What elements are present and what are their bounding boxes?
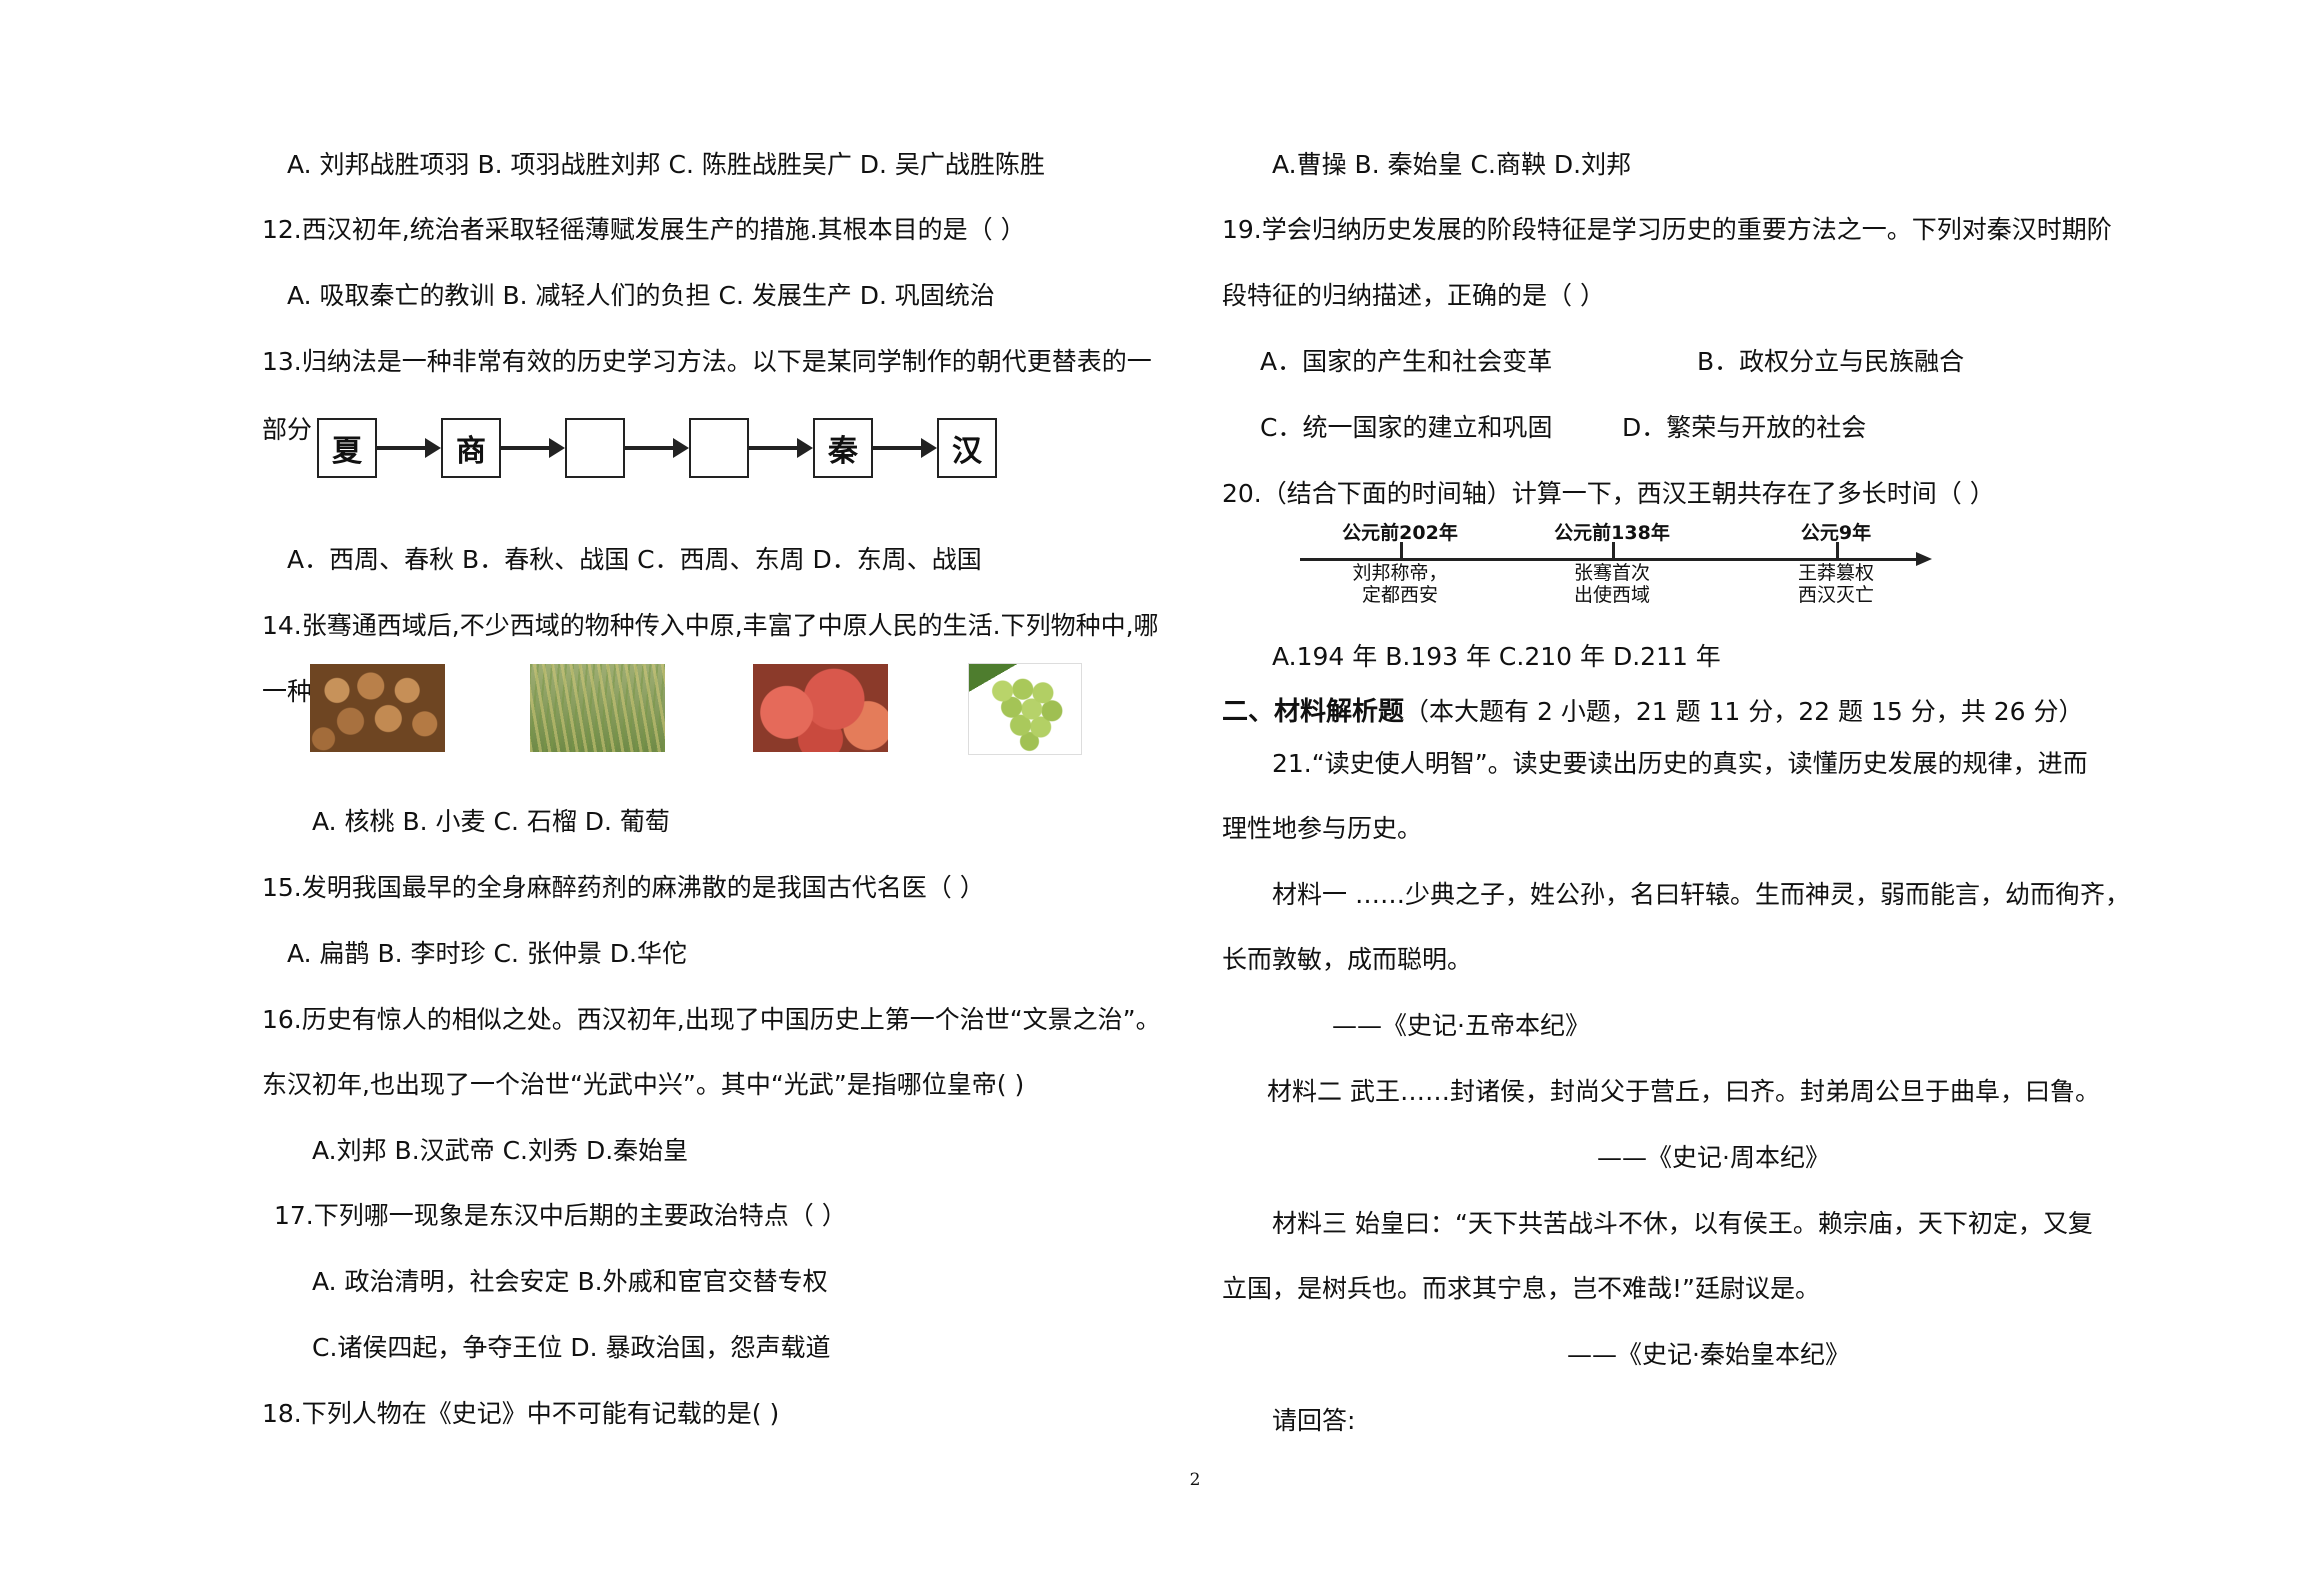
dynasty-box-1: 夏 xyxy=(317,418,377,478)
dynasty-box-5: 秦 xyxy=(813,418,873,478)
timeline-event-1-line-2: 定都西安 xyxy=(1361,584,1439,606)
timeline-diagram: 公元前202年 刘邦称帝，定都西安 公元前138年 张骞首次出使西域 公元9年 … xyxy=(1300,518,1940,618)
timeline-date-1: 公元前202年 xyxy=(1342,522,1458,544)
timeline-event-1-line-1: 刘邦称帝， xyxy=(1352,562,1448,584)
q15-stem: 15.发明我国最早的全身麻醉药剂的麻沸散的是我国古代名医（ ） xyxy=(262,873,985,902)
q20-options: A.194 年 B.193 年 C.210 年 D.211 年 xyxy=(1272,642,1721,671)
q13-options: A．西周、春秋 B．春秋、战国 C．西周、东周 D．东周、战国 xyxy=(287,545,982,574)
timeline-event-3: 王莽篡权西汉灭亡 xyxy=(1798,562,1874,606)
timeline-tick xyxy=(1612,542,1615,560)
q21-line-1: 21.“读史使人明智”。读史要读出历史的真实，读懂历史发展的规律，进而 xyxy=(1272,749,2088,778)
section-2-heading: 二、材料解析题（本大题有 2 小题，21 题 11 分，22 题 15 分，共 … xyxy=(1222,695,2083,729)
timeline-event-2-line-1: 张骞首次 xyxy=(1573,562,1651,584)
wheat-image xyxy=(530,664,665,752)
q18-options: A.曹操 B. 秦始皇 C.商鞅 D.刘邦 xyxy=(1272,150,1632,179)
q14-stem: 14.张骞通西域后,不少西域的物种传入中原,丰富了中原人民的生活.下列物种中,哪 xyxy=(262,611,1159,640)
arrow-icon xyxy=(625,418,689,478)
arrow-icon xyxy=(873,418,937,478)
timeline-arrow-icon xyxy=(1916,552,1932,566)
dynasty-box-4 xyxy=(689,418,749,478)
q11-options: A. 刘邦战胜项羽 B. 项羽战胜刘邦 C. 陈胜战胜吴广 D. 吴广战胜陈胜 xyxy=(287,150,1045,179)
q13-stem: 13.归纳法是一种非常有效的历史学习方法。以下是某同学制作的朝代更替表的一 xyxy=(262,347,1152,376)
timeline-event-1: 刘邦称帝，定都西安 xyxy=(1352,562,1447,606)
material-3-source: ——《史记·秦始皇本纪》 xyxy=(1567,1340,1850,1369)
timeline-axis xyxy=(1300,558,1920,561)
q19-option-c: C．统一国家的建立和巩固 xyxy=(1260,413,1553,442)
q16-options: A.刘邦 B.汉武帝 C.刘秀 D.秦始皇 xyxy=(312,1136,689,1165)
timeline-event-3-line-2: 西汉灭亡 xyxy=(1797,584,1875,606)
grape-image xyxy=(968,663,1082,755)
section-2-note: （本大题有 2 小题，21 题 11 分，22 题 15 分，共 26 分） xyxy=(1404,697,2084,726)
timeline-event-2-line-2: 出使西域 xyxy=(1573,584,1651,606)
timeline-tick xyxy=(1836,542,1839,560)
material-2-line: 材料二 武王……封诸侯，封尚父于营丘，曰齐。封弟周公旦于曲阜，曰鲁。 xyxy=(1267,1077,2100,1106)
q14-prefix: 一种 xyxy=(262,677,313,706)
q19-stem-line-2: 段特征的归纳描述，正确的是（ ） xyxy=(1222,281,1605,310)
arrow-icon xyxy=(501,418,565,478)
q14-options: A. 核桃 B. 小麦 C. 石榴 D. 葡萄 xyxy=(312,807,670,836)
material-3-line-1: 材料三 始皇曰：“天下共苦战斗不休，以有侯王。赖宗庙，天下初定，又复 xyxy=(1272,1209,2093,1238)
q19-option-d: D．繁荣与开放的社会 xyxy=(1622,413,1867,442)
material-2-source: ——《史记·周本纪》 xyxy=(1597,1143,1830,1172)
timeline-event-2: 张骞首次出使西域 xyxy=(1574,562,1650,606)
timeline-date-3: 公元9年 xyxy=(1800,522,1872,544)
q16-stem-line-2: 东汉初年,也出现了一个治世“光武中兴”。其中“光武”是指哪位皇帝( ) xyxy=(262,1070,1025,1099)
dynasty-box-6: 汉 xyxy=(937,418,997,478)
material-3-line-2: 立国，是树兵也。而求其宁息，岂不难哉!”廷尉议是。 xyxy=(1222,1274,1820,1303)
q17-options-line-2: C.诸侯四起，争夺王位 D. 暴政治国，怨声载道 xyxy=(312,1333,831,1362)
page-number: 2 xyxy=(1189,1470,1201,1490)
q13-prefix: 部分 xyxy=(262,415,313,444)
answer-prompt: 请回答: xyxy=(1272,1406,1356,1435)
timeline-event-3-line-1: 王莽篡权 xyxy=(1797,562,1875,584)
material-1-line-1: 材料一 ……少典之子，姓公孙，名曰轩辕。生而神灵，弱而能言，幼而徇齐， xyxy=(1272,880,2130,909)
arrow-icon xyxy=(377,418,441,478)
q16-stem-line-1: 16.历史有惊人的相似之处。西汉初年,出现了中国历史上第一个治世“文景之治”。 xyxy=(262,1005,1161,1034)
walnut-image xyxy=(310,664,445,752)
dynasty-sequence-diagram: 夏 商 秦 汉 xyxy=(317,418,997,478)
arrow-icon xyxy=(749,418,813,478)
q17-stem: 17.下列哪一现象是东汉中后期的主要政治特点（ ） xyxy=(274,1201,847,1230)
q19-stem-line-1: 19.学会归纳历史发展的阶段特征是学习历史的重要方法之一。下列对秦汉时期阶 xyxy=(1222,215,2112,244)
pomegranate-image xyxy=(753,664,888,752)
material-1-line-2: 长而敦敏，成而聪明。 xyxy=(1222,945,1473,974)
q21-line-2: 理性地参与历史。 xyxy=(1222,814,1423,843)
q12-stem: 12.西汉初年,统治者采取轻徭薄赋发展生产的措施.其根本目的是（ ） xyxy=(262,215,1026,244)
q19-option-b: B．政权分立与民族融合 xyxy=(1697,347,1965,376)
q15-options: A. 扁鹊 B. 李时珍 C. 张仲景 D.华佗 xyxy=(287,939,687,968)
timeline-tick xyxy=(1400,542,1403,560)
material-1-source: ——《史记·五帝本纪》 xyxy=(1332,1011,1590,1040)
dynasty-box-2: 商 xyxy=(441,418,501,478)
q19-option-a: A．国家的产生和社会变革 xyxy=(1260,347,1553,376)
q20-stem: 20.（结合下面的时间轴）计算一下，西汉王朝共存在了多长时间（ ） xyxy=(1222,479,1995,508)
timeline-date-2: 公元前138年 xyxy=(1554,522,1670,544)
q12-options: A. 吸取秦亡的教训 B. 减轻人们的负担 C. 发展生产 D. 巩固统治 xyxy=(287,281,995,310)
section-2-title: 二、材料解析题 xyxy=(1222,697,1405,727)
q18-stem: 18.下列人物在《史记》中不可能有记载的是( ) xyxy=(262,1399,780,1428)
dynasty-box-3 xyxy=(565,418,625,478)
q17-options-line-1: A. 政治清明，社会安定 B.外戚和宦官交替专权 xyxy=(312,1267,828,1296)
